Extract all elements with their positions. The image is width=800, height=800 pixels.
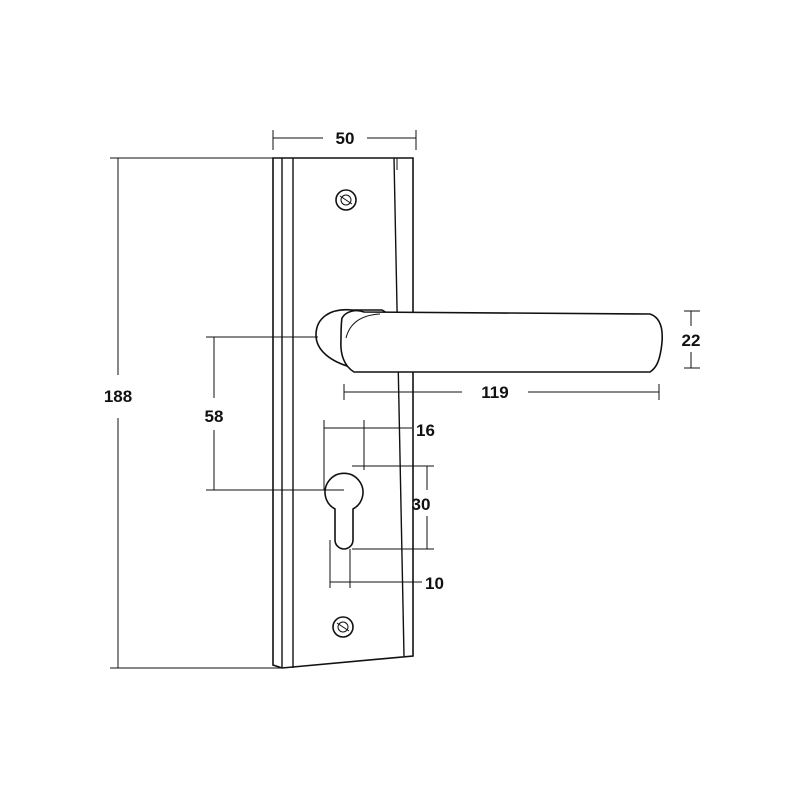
dim-handle-thickness: 22: [682, 310, 701, 369]
backplate-outline: [272, 157, 414, 669]
dim-handle-length: 119: [343, 383, 660, 402]
dim-handle-to-cylinder-label: 58: [205, 407, 224, 426]
dim-cylinder-head-width-label: 16: [416, 421, 435, 440]
dim-handle-length-label: 119: [481, 383, 508, 402]
handle-bar: [340, 309, 664, 373]
bottom-screw-icon: [332, 616, 354, 638]
dim-handle-to-cylinder: 58: [205, 336, 344, 491]
dim-cylinder-slot-width-label: 10: [425, 574, 444, 593]
dim-handle-thickness-label: 22: [682, 331, 701, 350]
dim-cylinder-height-label: 30: [412, 495, 431, 514]
dim-cylinder-head-width: 16: [323, 420, 435, 490]
dim-plate-height: 188: [104, 157, 282, 669]
dim-plate-width: 50: [272, 129, 417, 150]
dim-cylinder-height: 30: [352, 465, 434, 550]
backplate: [272, 157, 414, 669]
keyhole-cutout: [324, 472, 364, 550]
top-screw-icon: [335, 189, 357, 211]
dim-plate-height-label: 188: [104, 387, 132, 406]
backplate-right-inner-edge: [393, 157, 405, 657]
dim-plate-width-label: 50: [336, 129, 355, 148]
handle-lever: [315, 309, 664, 373]
dim-cylinder-slot-width: 10: [329, 540, 444, 593]
